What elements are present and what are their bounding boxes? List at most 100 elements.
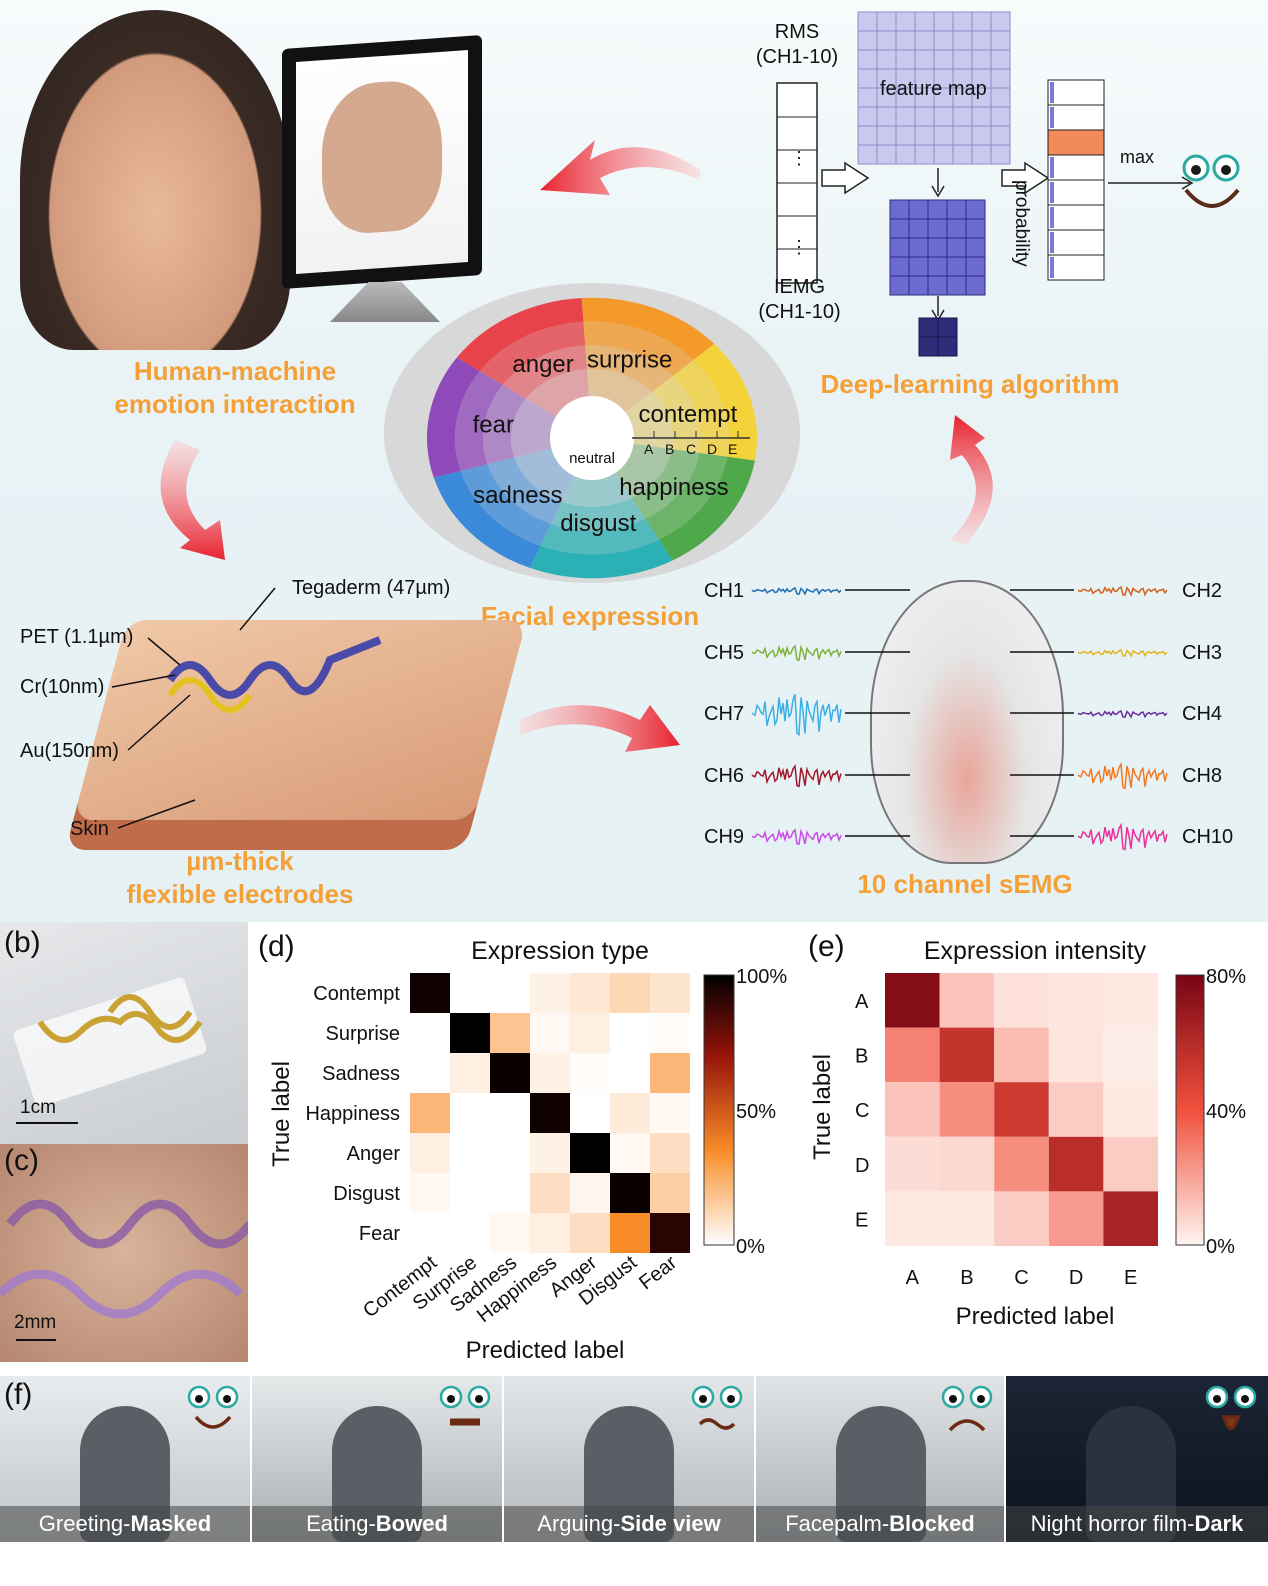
arrow-to-feature-map: [821, 161, 870, 195]
heatmap-cell: [530, 1053, 570, 1093]
colorbar-d: [703, 974, 735, 1246]
wheel-sector-sadness: [433, 470, 541, 568]
scene-label-prefix: Facepalm-: [785, 1511, 890, 1536]
panel-label-c: (c): [4, 1144, 39, 1177]
heatmap-cell: [610, 1213, 650, 1253]
scene-label-condition: Side view: [620, 1511, 721, 1536]
heatmap-cell: [570, 1053, 610, 1093]
heatmap-cell: [1048, 1136, 1104, 1192]
y-tick-label: Sadness: [322, 1063, 400, 1085]
heatmap-cell: [994, 1191, 1049, 1246]
heatmap-cell: [450, 1013, 490, 1053]
wheel-sector-fear: [511, 398, 558, 458]
heatmap-cell: [650, 1213, 690, 1253]
heatmap-cell: [450, 1213, 490, 1253]
wheel-sector-fear: [483, 384, 526, 465]
semg-caption: 10 channel sEMG: [857, 869, 1073, 899]
scene-label: Facepalm-Blocked: [756, 1506, 1004, 1542]
emotion-face-icon: [439, 1385, 491, 1426]
y-tick-label: E: [855, 1209, 868, 1231]
emotion-face-icon: [1205, 1385, 1257, 1431]
wheel-label-disgust: disgust: [560, 510, 636, 537]
pool-cell: [937, 336, 958, 357]
heatmap-cell: [994, 1027, 1049, 1083]
heatmap-cell: [939, 1027, 995, 1083]
x-tick-label: Fear: [635, 1251, 681, 1294]
probability-cell: [1047, 179, 1105, 206]
ellipsis-2: ⋮: [790, 237, 808, 257]
emotion-face-icon: [691, 1385, 743, 1430]
probability-cell: [1047, 229, 1105, 256]
probability-cell: [1047, 254, 1105, 281]
gold-serpentine: [37, 994, 203, 1043]
electrode-photo-b: (b) 1cm: [0, 922, 248, 1144]
wheel-sector-sadness: [460, 464, 551, 546]
wheel-label-anger: anger: [512, 351, 573, 378]
intensity-tick-label: A: [644, 441, 654, 457]
channel-label-ch8: CH8: [1182, 765, 1222, 787]
heatmap-cell: [650, 973, 690, 1013]
heatmap-cell: [1103, 1191, 1158, 1246]
heatmap-cell: [1048, 1027, 1104, 1083]
colorbar-d-label: 100%: [736, 966, 787, 988]
channel-label-ch2: CH2: [1182, 580, 1222, 602]
wheel-sector-contempt: [693, 343, 757, 461]
heatmap-cell: [1048, 1191, 1104, 1246]
scene-photo: Night horror film-Dark: [1006, 1376, 1268, 1542]
heatmap-cell: [490, 1173, 530, 1213]
max-label: max: [1120, 147, 1155, 167]
scene-photo: Arguing-Side view: [504, 1376, 754, 1542]
wheel-sector-happiness: [631, 449, 700, 519]
cr-label: Cr(10nm): [20, 676, 105, 698]
scene-label-prefix: Eating-: [306, 1511, 376, 1536]
heatmap-cell: [570, 1213, 610, 1253]
y-tick-label: B: [855, 1046, 868, 1068]
wheel-sector-anger: [479, 321, 586, 385]
feature-map-grid: [857, 11, 1011, 165]
happy-face-icon: [1182, 154, 1240, 208]
emotion-face-icon: [941, 1385, 993, 1432]
heatmap-cell: [610, 973, 650, 1013]
heatmap-cell: [450, 1093, 490, 1133]
heatmap-cell: [490, 1013, 530, 1053]
scale-bar-label-c: 2mm: [14, 1312, 57, 1333]
heatmap-cell: [1103, 1082, 1158, 1137]
y-tick-label: C: [855, 1100, 869, 1122]
heatmap-cell: [570, 1173, 610, 1213]
heatmap-cell: [610, 1133, 650, 1173]
y-tick-label: D: [855, 1155, 869, 1177]
signal-ch8: [1077, 761, 1168, 790]
heatmap-cell: [570, 1133, 610, 1173]
heatmap-cell: [885, 1191, 940, 1246]
wheel-sector-anger: [456, 298, 584, 372]
heatmap-cell: [939, 1136, 995, 1192]
heatmap-cell: [610, 1093, 650, 1133]
channel-label-ch6: CH6: [704, 765, 744, 787]
iemg-label: IEMG (CH1-10): [752, 275, 847, 325]
probability-bar: [1050, 207, 1054, 228]
tegaderm-label: Tegaderm (47µm): [292, 577, 451, 599]
electrode-caption-line1: µm-thick: [186, 846, 294, 876]
heatmap-cell: [994, 973, 1049, 1028]
heatmap-cell: [410, 1133, 450, 1173]
scene-label-prefix: Arguing-: [537, 1511, 621, 1536]
chart-d-xlabel: Predicted label: [465, 1337, 625, 1364]
heatmap-cell: [450, 1133, 490, 1173]
heatmap-cell: [490, 1213, 530, 1253]
electrode-caption-line2: flexible electrodes: [126, 879, 354, 909]
scale-bar-b: [16, 1122, 78, 1124]
scale-bar-label-b: 1cm: [20, 1097, 56, 1118]
heatmap-cell: [490, 1133, 530, 1173]
colorbar-d-label: 0%: [736, 1236, 765, 1258]
channel-label-ch1: CH1: [704, 580, 744, 602]
heatmap-cell: [610, 1173, 650, 1213]
probability-bar: [1050, 82, 1054, 103]
wheel-sector-happiness: [645, 452, 728, 540]
dl-caption: Deep-learning algorithm: [820, 369, 1120, 399]
rms-label-line2: (CH1-10): [755, 46, 839, 68]
chart-e-xlabel: Predicted label: [955, 1303, 1115, 1330]
heatmap-cell: [530, 1173, 570, 1213]
panel-label-e: (e): [808, 930, 845, 963]
